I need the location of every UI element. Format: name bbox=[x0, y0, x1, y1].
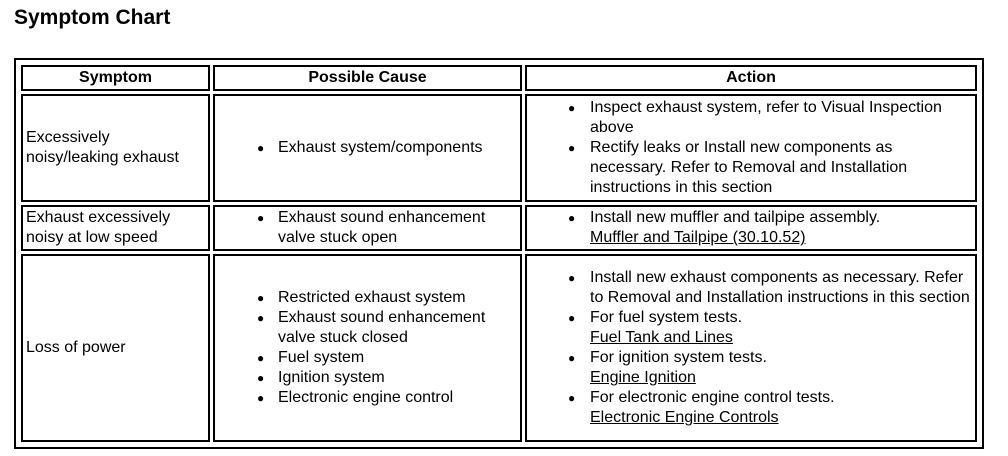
cause-cell: Exhaust system/components bbox=[213, 94, 522, 202]
cause-item: Ignition system bbox=[218, 368, 517, 388]
action-text: Rectify leaks or Install new components … bbox=[590, 139, 908, 196]
action-cell: Inspect exhaust system, refer to Visual … bbox=[525, 94, 977, 202]
action-text: Install new exhaust components as necess… bbox=[590, 269, 970, 306]
action-item: For ignition system tests. Engine Igniti… bbox=[530, 348, 972, 388]
action-list: Install new exhaust components as necess… bbox=[530, 268, 972, 428]
table-row: Loss of power Restricted exhaust system … bbox=[21, 254, 977, 442]
muffler-tailpipe-link[interactable]: Muffler and Tailpipe (30.10.52) bbox=[590, 229, 806, 246]
symptom-chart: Symptom Possible Cause Action Excessivel… bbox=[14, 58, 984, 449]
cause-cell: Restricted exhaust system Exhaust sound … bbox=[213, 254, 522, 442]
action-item: For electronic engine control tests. Ele… bbox=[530, 388, 972, 428]
cause-item: Fuel system bbox=[218, 348, 517, 368]
action-text: For ignition system tests. bbox=[590, 349, 767, 366]
action-list: Install new muffler and tailpipe assembl… bbox=[530, 208, 972, 248]
header-row: Symptom Possible Cause Action bbox=[21, 65, 977, 91]
cause-item: Restricted exhaust system bbox=[218, 288, 517, 308]
action-cell: Install new exhaust components as necess… bbox=[525, 254, 977, 442]
cause-item: Exhaust sound enhancement valve stuck op… bbox=[218, 208, 517, 248]
cause-cell: Exhaust sound enhancement valve stuck op… bbox=[213, 205, 522, 251]
page-title: Symptom Chart bbox=[14, 6, 171, 29]
header-symptom: Symptom bbox=[21, 65, 210, 91]
table-row: Excessively noisy/leaking exhaust Exhaus… bbox=[21, 94, 977, 202]
action-text: Inspect exhaust system, refer to Visual … bbox=[590, 99, 942, 136]
symptom-cell: Loss of power bbox=[21, 254, 210, 442]
action-text: For electronic engine control tests. bbox=[590, 389, 835, 406]
cause-list: Exhaust sound enhancement valve stuck op… bbox=[218, 208, 517, 248]
action-item: Inspect exhaust system, refer to Visual … bbox=[530, 98, 972, 138]
action-item: Install new exhaust components as necess… bbox=[530, 268, 972, 308]
engine-ignition-link[interactable]: Engine Ignition bbox=[590, 369, 696, 386]
header-action: Action bbox=[525, 65, 977, 91]
cause-list: Restricted exhaust system Exhaust sound … bbox=[218, 288, 517, 408]
symptom-cell: Excessively noisy/leaking exhaust bbox=[21, 94, 210, 202]
action-cell: Install new muffler and tailpipe assembl… bbox=[525, 205, 977, 251]
action-list: Inspect exhaust system, refer to Visual … bbox=[530, 98, 972, 198]
symptom-table: Symptom Possible Cause Action Excessivel… bbox=[18, 62, 980, 445]
symptom-cell: Exhaust excessively noisy at low speed bbox=[21, 205, 210, 251]
electronic-engine-controls-link[interactable]: Electronic Engine Controls bbox=[590, 409, 779, 426]
cause-list: Exhaust system/components bbox=[218, 138, 517, 158]
action-text: For fuel system tests. bbox=[590, 309, 743, 326]
action-item: Install new muffler and tailpipe assembl… bbox=[530, 208, 972, 248]
table-row: Exhaust excessively noisy at low speed E… bbox=[21, 205, 977, 251]
cause-item: Electronic engine control bbox=[218, 388, 517, 408]
action-text: Install new muffler and tailpipe assembl… bbox=[590, 209, 881, 226]
fuel-tank-lines-link[interactable]: Fuel Tank and Lines bbox=[590, 329, 733, 346]
header-possible-cause: Possible Cause bbox=[213, 65, 522, 91]
cause-item: Exhaust system/components bbox=[218, 138, 517, 158]
action-item: For fuel system tests. Fuel Tank and Lin… bbox=[530, 308, 972, 348]
action-item: Rectify leaks or Install new components … bbox=[530, 138, 972, 198]
cause-item: Exhaust sound enhancement valve stuck cl… bbox=[218, 308, 517, 348]
